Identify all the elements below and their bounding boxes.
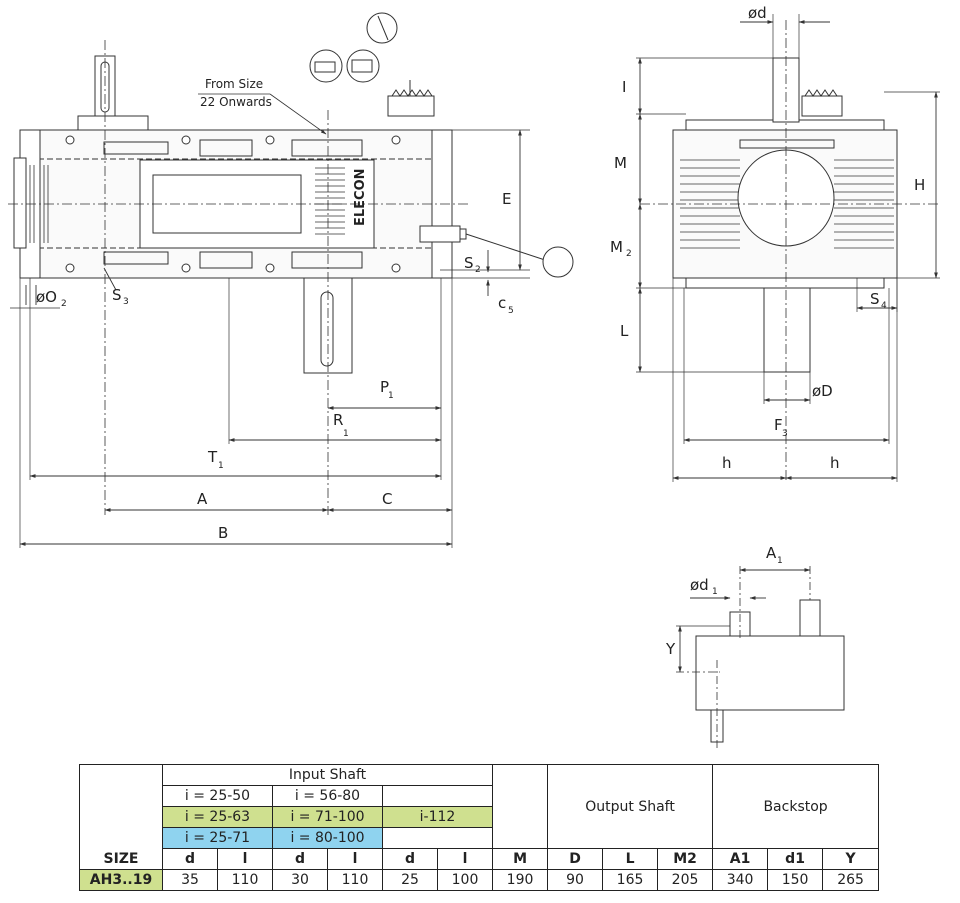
from-size-label-2: 22 Onwards [200,95,272,109]
dim-C: C [382,490,392,508]
size-header-spacer [79,764,163,786]
backstop-header: Backstop [712,764,880,849]
dim-S3: S [112,286,122,304]
side-view [636,14,940,482]
dim-F3-sub: 3 [782,429,788,439]
dim-O2: øO [36,288,57,306]
dim-d1: ød [690,576,709,594]
dim-R1-sub: 1 [343,429,349,439]
dim-h-left: h [722,454,732,472]
dim-R1: R [333,411,343,429]
column-header: A1 [712,848,769,870]
column-header: l [217,848,273,870]
ratio-cell [381,785,494,807]
table-cell: 100 [436,869,494,891]
dim-M2-sub: 2 [626,249,632,259]
dim-E: E [502,190,511,208]
output-shaft-header: Output Shaft [547,764,714,849]
front-view [8,12,574,548]
ratio-cell: i = 80-100 [272,827,383,849]
dim-P1-sub: 1 [388,391,394,401]
size-header-spacer [79,785,163,807]
dim-H: H [914,176,925,194]
column-header: l [436,848,494,870]
table-cell: 150 [767,869,824,891]
column-header: L [602,848,659,870]
gearbox-dimension-drawing: From Size 22 Onwards ELECON øO 2 S 3 S 2… [8,4,940,748]
table-cell: 165 [602,869,659,891]
brand-logo: ELECON [353,168,368,226]
table-cell: 265 [822,869,880,891]
dim-A1-sub: 1 [777,556,783,566]
table-cell: 190 [492,869,549,891]
dim-d: ød [748,4,767,22]
dim-I: I [622,78,626,96]
column-header: d1 [767,848,824,870]
dim-B: B [218,524,228,542]
dim-F3: F [774,416,783,434]
m-header-spacer [492,764,549,849]
dim-O2-sub: 2 [61,299,67,309]
dim-L: L [620,322,629,340]
size-header-spacer [79,806,163,828]
column-header: D [547,848,604,870]
table-cell: 35 [162,869,218,891]
dim-T1: T [207,448,218,466]
column-header: d [272,848,328,870]
table-cell: 205 [657,869,714,891]
dim-c5-sub: 5 [508,306,514,316]
input-shaft-header: Input Shaft [161,764,494,786]
dim-h-right: h [830,454,840,472]
size-cell: AH3..19 [79,869,163,891]
dimension-table: Input Shaft Output Shaft Backstop i = 25… [79,764,880,891]
column-header: Y [822,848,880,870]
ratio-cell: i = 25-63 [162,806,273,828]
column-header: M [492,848,549,870]
dim-S4-sub: 4 [881,301,887,311]
column-header: SIZE [79,848,163,870]
ratio-cell: i = 25-71 [162,827,273,849]
dim-d1-sub: 1 [712,587,718,597]
column-header: M2 [657,848,714,870]
dim-A: A [197,490,208,508]
dim-Y: Y [665,640,676,658]
ratio-cell: i = 56-80 [272,785,383,807]
dim-T1-sub: 1 [218,461,224,471]
table-cell: 25 [382,869,438,891]
dim-S2: S [464,254,474,272]
column-header: d [162,848,218,870]
table-cell: 110 [327,869,383,891]
dim-M2: M [610,238,623,256]
ratio-cell: i-112 [381,806,494,828]
column-header-row: SIZE d l d l d l M D L M2 A1 d1 Y [79,848,880,870]
size-header-spacer [79,827,163,849]
table-cell: 90 [547,869,604,891]
dim-D: øD [812,382,833,400]
ratio-cell: i = 25-50 [162,785,273,807]
column-header: d [382,848,438,870]
from-size-label: From Size [205,77,263,91]
ratio-cell: i = 71-100 [272,806,383,828]
dim-c5: c [498,294,506,312]
dim-S3-sub: 3 [123,297,129,307]
table-cell: 110 [217,869,273,891]
ratio-cell [381,827,494,849]
dim-M: M [614,154,627,172]
table-cell: 340 [712,869,769,891]
backstop-view [676,566,845,748]
dim-S2-sub: 2 [475,265,481,275]
dim-P1: P [380,378,389,396]
column-header: l [327,848,383,870]
table-cell: 30 [272,869,328,891]
dim-A1: A [766,544,777,562]
table-row: AH3..19 35 110 30 110 25 100 190 90 165 … [79,869,880,891]
dim-S4: S [870,290,880,308]
